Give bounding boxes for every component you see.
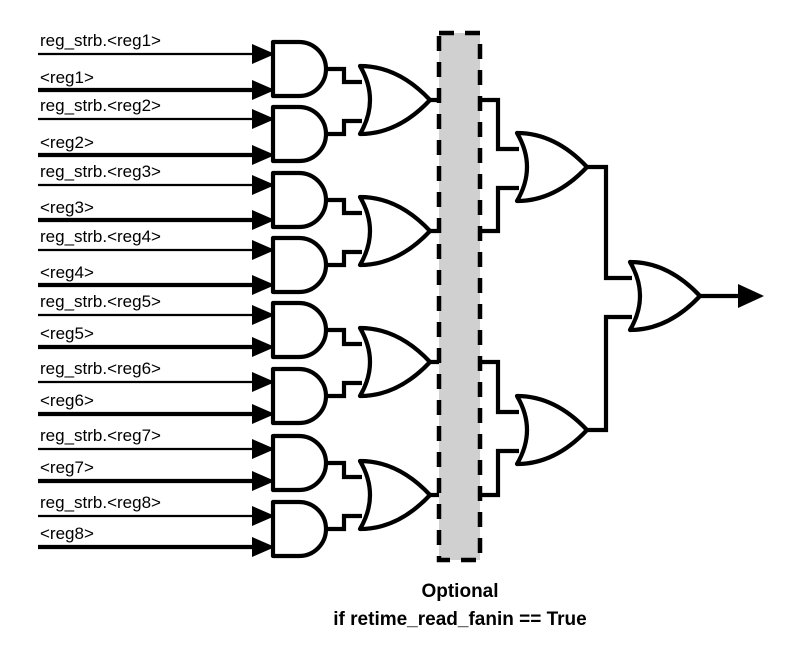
and-gate-3 xyxy=(273,173,326,227)
and-gate-8 xyxy=(273,502,326,556)
or-gate-l1-1 xyxy=(360,66,430,134)
wire-or-l2-1-to-final-or xyxy=(586,164,632,281)
or-gate-l2-1 xyxy=(517,133,587,201)
input-arrow-data-6 xyxy=(252,404,275,424)
input-label-data-1: <reg1> xyxy=(40,68,94,87)
and-gate-6 xyxy=(273,369,326,423)
input-label-strobe-7: reg_strb.<reg7> xyxy=(40,426,161,445)
input-arrow-data-4 xyxy=(252,275,275,295)
input-arrow-strobe-7 xyxy=(252,439,275,459)
wire-and2-to-or1 xyxy=(326,118,362,137)
input-arrow-strobe-5 xyxy=(252,305,275,325)
input-label-strobe-5: reg_strb.<reg5> xyxy=(40,292,161,311)
input-arrow-strobe-3 xyxy=(252,175,275,195)
wire-and3-to-or2 xyxy=(326,197,362,216)
input-arrow-strobe-6 xyxy=(252,372,275,392)
input-label-strobe-8: reg_strb.<reg8> xyxy=(40,493,161,512)
wire-and7-to-or4 xyxy=(326,460,362,480)
wire-register-tap3-to-or-l2-2 xyxy=(480,359,519,415)
and-to-or-wires-group xyxy=(326,66,362,532)
input-arrow-data-2 xyxy=(252,145,275,165)
input-arrow-strobe-4 xyxy=(252,240,275,260)
input-label-strobe-4: reg_strb.<reg4> xyxy=(40,227,161,246)
input-label-strobe-1: reg_strb.<reg1> xyxy=(40,31,161,50)
wire-register-tap1-to-or-l2-1 xyxy=(480,97,519,152)
and-gates-group xyxy=(273,42,326,556)
input-arrow-strobe-1 xyxy=(252,44,275,64)
input-arrow-data-5 xyxy=(252,337,275,357)
or-gates-level2-group xyxy=(517,133,587,464)
input-labels-group: reg_strb.<reg1> <reg1> reg_strb.<reg2> <… xyxy=(40,31,161,543)
register-to-or-l2-wires-group xyxy=(480,97,519,498)
and-gate-1 xyxy=(273,42,326,96)
or-gate-l2-2 xyxy=(517,396,587,464)
input-label-strobe-3: reg_strb.<reg3> xyxy=(40,162,161,181)
final-or-gate-group xyxy=(630,262,764,330)
caption-line-optional: Optional xyxy=(421,581,498,602)
input-wires-group xyxy=(38,44,275,557)
wire-and5-to-or3 xyxy=(326,327,362,347)
or-gate-l1-4 xyxy=(360,461,430,529)
wire-and1-to-or1 xyxy=(326,66,362,85)
input-arrow-data-3 xyxy=(252,210,275,230)
register-bar-fill xyxy=(439,33,480,560)
wire-and8-to-or4 xyxy=(326,513,362,532)
and-gate-4 xyxy=(273,238,326,292)
input-label-data-2: <reg2> xyxy=(40,133,94,152)
or-gate-l1-2 xyxy=(360,197,430,265)
or-gate-l1-3 xyxy=(360,328,430,396)
caption-line-condition: if retime_read_fanin == True xyxy=(333,609,586,630)
input-label-data-6: <reg6> xyxy=(40,391,94,410)
pipeline-register-bar[interactable] xyxy=(436,30,483,563)
register-bar-dashed-outline xyxy=(436,30,483,563)
and-gate-7 xyxy=(273,436,326,490)
input-arrow-data-1 xyxy=(252,80,275,100)
input-label-strobe-6: reg_strb.<reg6> xyxy=(40,359,161,378)
input-arrow-strobe-8 xyxy=(252,506,275,526)
input-arrow-data-7 xyxy=(252,471,275,491)
input-label-data-3: <reg3> xyxy=(40,198,94,217)
output-arrow-icon xyxy=(738,284,764,308)
and-gate-5 xyxy=(273,303,326,357)
or-gates-level1-group xyxy=(360,66,430,529)
input-label-data-8: <reg8> xyxy=(40,524,94,543)
input-arrow-data-8 xyxy=(252,537,275,557)
wire-or-l2-2-to-final-or xyxy=(586,314,632,433)
register-caption-group: Optional if retime_read_fanin == True xyxy=(333,581,586,630)
or-l2-to-final-wires-group xyxy=(586,164,632,433)
and-gate-2 xyxy=(273,107,326,161)
or-gate-final xyxy=(630,262,700,330)
input-label-strobe-2: reg_strb.<reg2> xyxy=(40,96,161,115)
wire-and4-to-or2 xyxy=(326,249,362,268)
wire-register-tap4-to-or-l2-2 xyxy=(480,448,519,498)
wire-and6-to-or3 xyxy=(326,380,362,399)
input-label-data-4: <reg4> xyxy=(40,263,94,282)
input-arrow-strobe-2 xyxy=(252,109,275,129)
input-label-data-7: <reg7> xyxy=(40,458,94,477)
wire-register-tap2-to-or-l2-1 xyxy=(480,185,519,234)
input-label-data-5: <reg5> xyxy=(40,324,94,343)
